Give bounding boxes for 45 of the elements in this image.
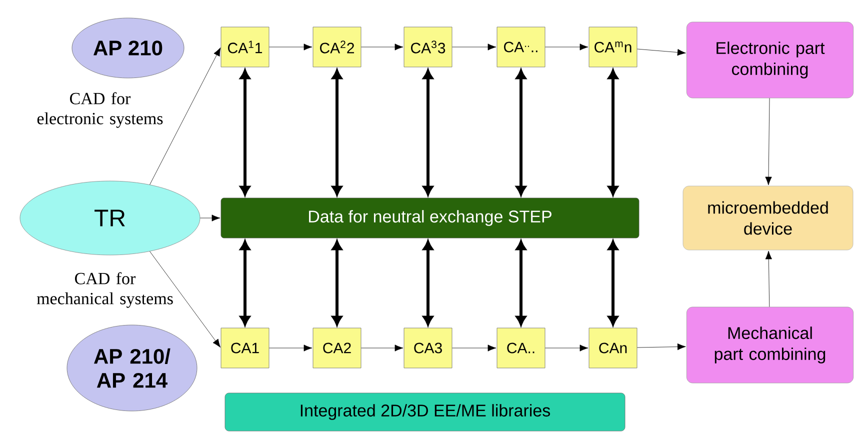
process-box: CA$^{2}$2 [312,26,362,68]
arrow [361,44,404,50]
process-box: CA1 [220,328,270,368]
process-box: Electronic part combining [686,22,854,98]
ellipse-node: AP 210/ AP 214 [66,324,198,412]
arrow [637,343,686,350]
process-box: CA$^{m}$n [588,26,638,68]
process-box: CA2 [312,328,362,368]
arrow [200,214,220,222]
node-caption: CAD for mechanical systems [36,272,173,308]
process-box: CA$^{..}$.. [496,26,546,68]
process-box: CA.. [496,328,546,368]
node-caption: CAD for electronic systems [37,92,163,128]
arrow [422,70,434,196]
arrow [452,344,496,352]
ellipse-node: AP 210 [72,18,184,78]
arrow [269,344,312,352]
arrow [608,240,618,326]
arrow [240,240,250,326]
arrow [765,98,772,186]
data-box: Data for neutral exchange STEP [220,198,640,238]
process-box: CA$^{1}$1 [220,26,270,68]
arrow [516,70,526,196]
process-box: CA$^{3}$3 [404,26,452,68]
arrow [608,70,618,196]
arrow [516,240,526,326]
device-box: microembedded device [682,186,854,250]
arrow [332,70,342,196]
arrow [637,48,686,56]
arrow [452,44,496,50]
arrow [545,44,588,50]
library-cylinder: Integrated 2D/3D EE/ME libraries [224,392,626,432]
arrow [150,251,221,348]
arrow [765,250,772,307]
arrow [240,70,250,196]
arrow [150,48,221,185]
ellipse-node: TR [20,180,200,256]
arrow [361,344,404,352]
arrow [332,240,342,326]
process-box: CA3 [404,328,452,368]
process-box: CAn [588,328,638,368]
arrow [269,44,312,50]
arrow [545,344,588,352]
process-box: Mechanical part combining [686,306,854,384]
arrow [422,240,434,326]
